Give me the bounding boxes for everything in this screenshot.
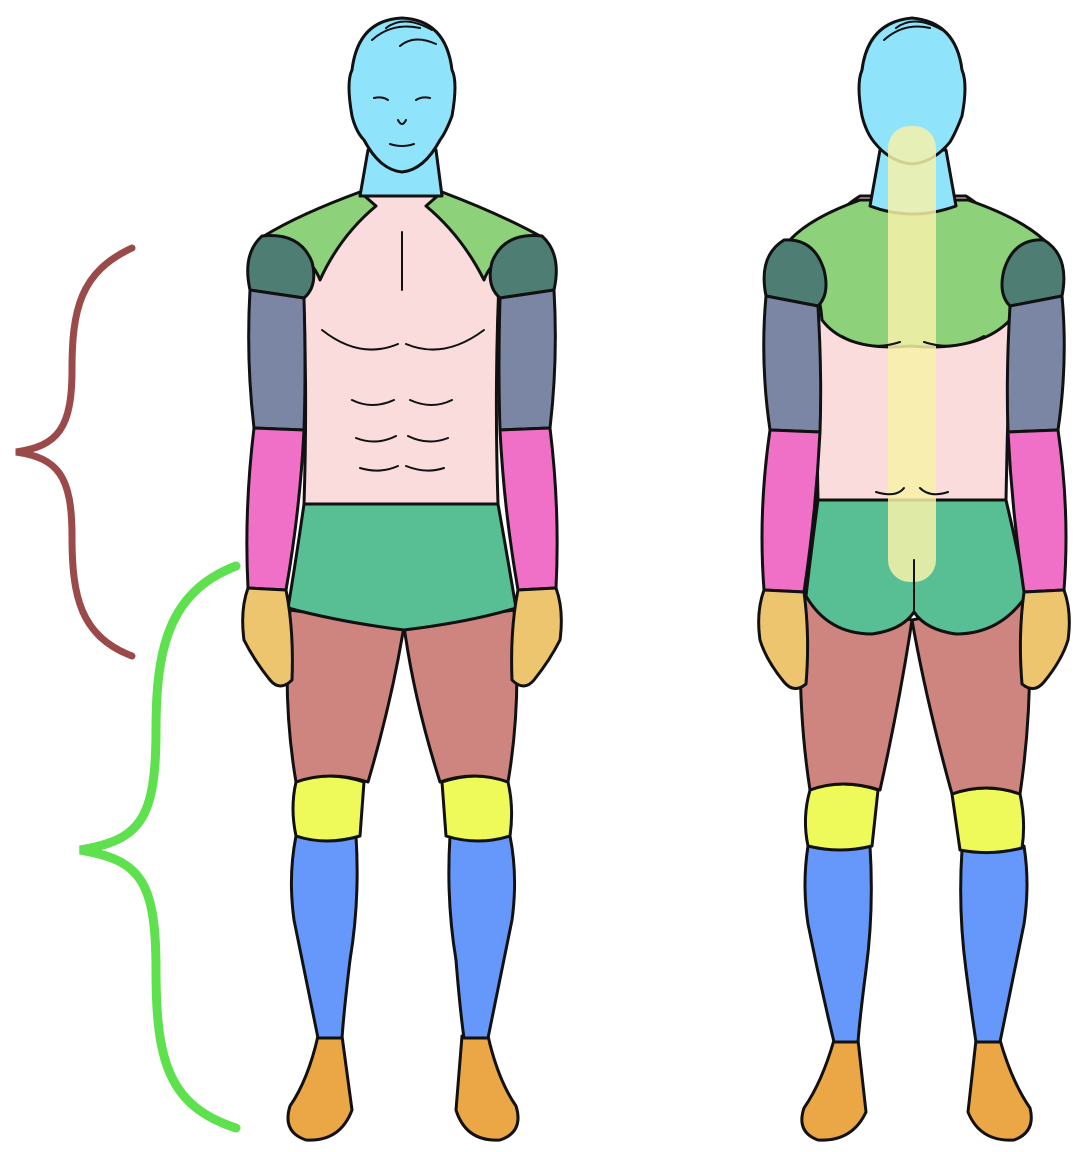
front-right-hand [512, 588, 562, 686]
back-right-upper-arm [1007, 296, 1064, 432]
front-right-knee [442, 776, 512, 841]
back-right-hand [1020, 590, 1069, 689]
upper-body-bracket [16, 248, 132, 656]
back-spine [888, 126, 936, 582]
back-right-foot [968, 1040, 1031, 1140]
back-left-hand [759, 590, 808, 689]
front-left-foot [288, 1036, 352, 1140]
back-view [759, 18, 1070, 1140]
back-left-knee [805, 784, 878, 850]
front-left-hand [243, 588, 293, 686]
front-left-shin [291, 836, 357, 1038]
front-head [349, 18, 455, 172]
back-right-knee [952, 788, 1024, 853]
front-right-shin [449, 836, 515, 1038]
front-right-foot [456, 1036, 518, 1140]
lower-body-bracket [80, 566, 236, 1128]
back-left-upper-arm [764, 296, 821, 432]
front-left-upper-arm [249, 290, 305, 430]
back-left-foot [802, 1040, 866, 1140]
front-hips [288, 504, 516, 630]
front-left-thigh [287, 610, 404, 782]
back-left-shin [805, 846, 871, 1042]
back-right-shin [961, 846, 1027, 1042]
front-view [243, 18, 562, 1140]
front-left-knee [293, 776, 364, 841]
front-right-thigh [404, 610, 517, 782]
front-right-upper-arm [499, 290, 555, 430]
